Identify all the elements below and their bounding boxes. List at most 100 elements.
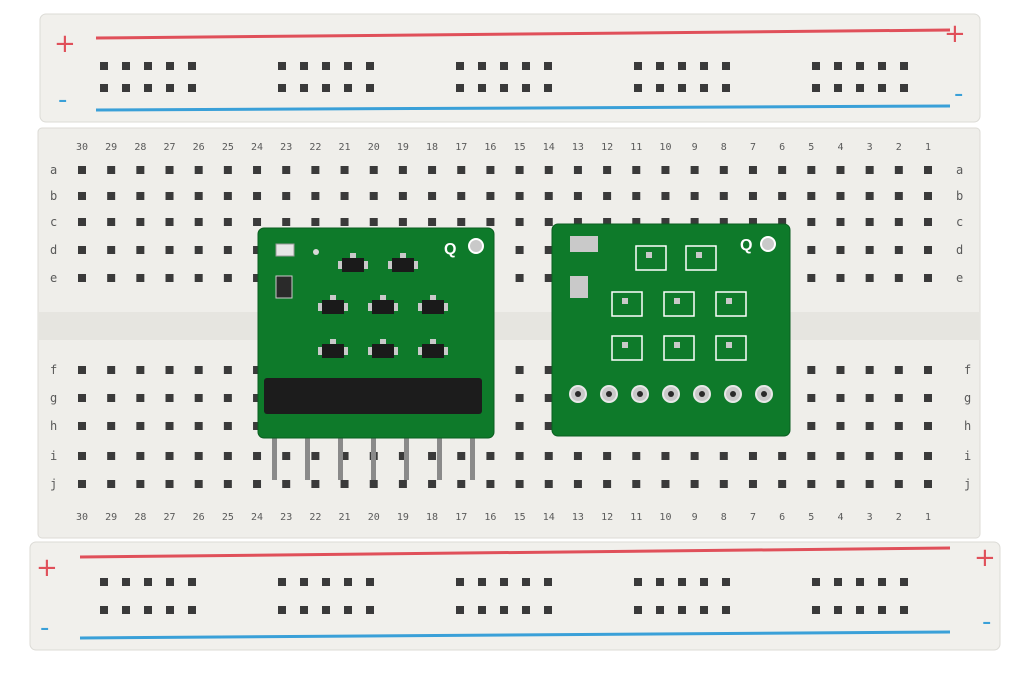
smd-chip [422, 344, 444, 358]
terminal-hole [632, 480, 641, 488]
row-letter: a [956, 163, 963, 177]
smd-pad [418, 347, 422, 355]
column-number: 21 [339, 142, 351, 153]
smd-pad [430, 339, 436, 344]
column-number: 17 [455, 142, 467, 153]
column-number: 27 [163, 512, 175, 523]
terminal-hole [544, 366, 553, 374]
rail-hole [366, 84, 374, 92]
column-number: 29 [105, 512, 117, 523]
terminal-hole [253, 192, 262, 200]
rail-hole [122, 62, 130, 70]
left-mount-hole [468, 238, 484, 254]
rail-hole [100, 578, 108, 586]
led-component [275, 243, 295, 257]
terminal-hole [690, 166, 699, 174]
terminal-hole [282, 192, 291, 200]
terminal-hole [573, 452, 582, 460]
column-number: 22 [309, 142, 321, 153]
terminal-hole [778, 452, 787, 460]
column-number: 13 [572, 512, 584, 523]
smd-pad [344, 347, 348, 355]
terminal-hole [194, 218, 203, 226]
terminal-hole [340, 452, 349, 460]
column-number: 6 [779, 142, 785, 153]
terminal-hole [223, 394, 232, 402]
column-number: 2 [896, 512, 902, 523]
terminal-hole [661, 192, 670, 200]
terminal-hole [194, 246, 203, 254]
terminal-hole [924, 166, 932, 174]
row-letter: d [50, 243, 57, 257]
row-letter: c [956, 215, 963, 229]
terminal-hole [807, 246, 816, 254]
terminal-hole [924, 452, 932, 460]
terminal-hole [661, 480, 670, 488]
rail-hole [834, 84, 842, 92]
terminal-hole [865, 192, 874, 200]
smd-pad [350, 253, 356, 258]
terminal-hole [544, 192, 553, 200]
terminal-hole [136, 274, 145, 282]
column-number: 22 [309, 512, 321, 523]
smd-pad [430, 295, 436, 300]
rail-hole [278, 84, 286, 92]
smd-pad [400, 253, 406, 258]
terminal-hole [544, 394, 553, 402]
terminal-hole [398, 218, 407, 226]
terminal-hole [136, 246, 145, 254]
column-number: 29 [105, 142, 117, 153]
terminal-hole [515, 246, 524, 254]
rail-hole [456, 578, 464, 586]
terminal-hole [544, 452, 553, 460]
bottom-blue-rail-line [79, 630, 951, 640]
terminal-hole [457, 166, 466, 174]
smd-pad [318, 347, 322, 355]
smd-pad [418, 303, 422, 311]
terminal-hole [165, 166, 174, 174]
terminal-hole [603, 218, 612, 226]
terminal-hole [369, 166, 378, 174]
terminal-hole [253, 394, 262, 402]
column-number: 19 [397, 142, 409, 153]
rail-hole [366, 578, 374, 586]
row-letter: b [50, 189, 57, 203]
smd-chip [342, 258, 364, 272]
terminal-hole [428, 218, 437, 226]
terminal-hole [78, 274, 86, 282]
rail-hole [878, 578, 886, 586]
terminal-hole [486, 480, 495, 488]
terminal-hole [253, 246, 262, 254]
row-letter: g [964, 391, 971, 405]
rail-hole [144, 62, 152, 70]
column-number: 10 [659, 142, 671, 153]
smd-pad [388, 261, 392, 269]
terminal-hole [194, 422, 203, 430]
column-number: 1 [925, 142, 931, 153]
terminal-hole [544, 274, 553, 282]
rail-hole [900, 578, 908, 586]
terminal-hole [924, 274, 932, 282]
row-letter: g [50, 391, 57, 405]
terminal-hole [661, 452, 670, 460]
column-number: 27 [163, 142, 175, 153]
terminal-hole [836, 192, 845, 200]
terminal-hole [515, 192, 524, 200]
terminal-hole [544, 246, 553, 254]
rail-hole [834, 578, 842, 586]
terminal-hole [457, 480, 466, 488]
terminal-hole [719, 166, 728, 174]
terminal-hole [107, 218, 116, 226]
rail-hole [344, 606, 352, 614]
rail-hole [722, 606, 730, 614]
column-number: 25 [222, 142, 234, 153]
terminal-hole [894, 192, 903, 200]
terminal-hole [748, 166, 757, 174]
terminal-hole [632, 218, 641, 226]
rail-hole [100, 62, 108, 70]
right-square-pad [570, 236, 598, 252]
terminal-hole [515, 394, 524, 402]
rail-hole [812, 62, 820, 70]
column-number: 18 [426, 142, 438, 153]
